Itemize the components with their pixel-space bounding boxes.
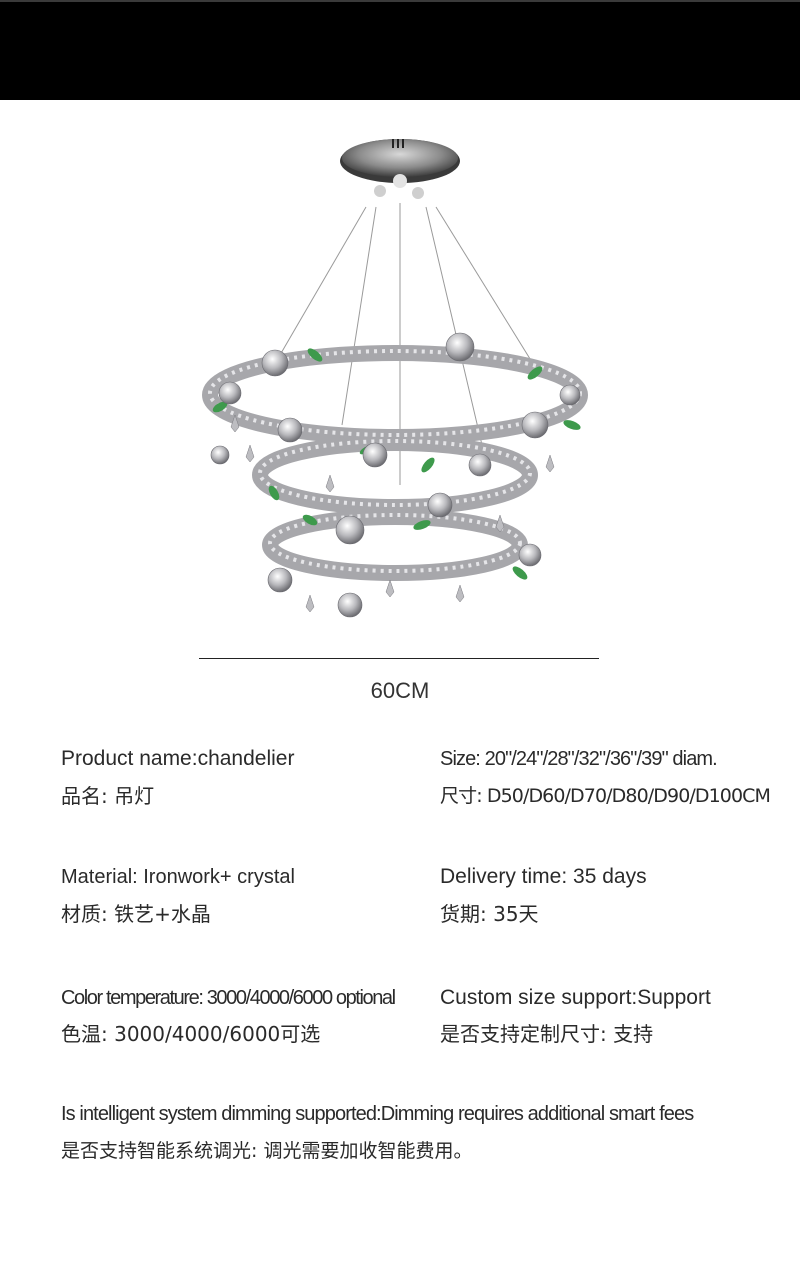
custom-size-en: Custom size support:Support [440,986,711,1009]
dimming-en: Is intelligent system dimming supported:… [61,1103,694,1125]
material-cn: 材质: 铁艺+水晶 [61,902,211,926]
color-temperature-en: Color temperature: 3000/4000/6000 option… [61,987,396,1009]
material-en: Material: Ironwork+ crystal [61,866,295,888]
product-name-cn: 品名: 吊灯 [61,784,155,808]
delivery-time-cn: 货期: 35天 [440,902,539,926]
product-name-en: Product name:chandelier [61,747,295,770]
chandelier-image [202,139,588,618]
delivery-time-en: Delivery time: 35 days [440,865,647,888]
top-banner [0,0,800,100]
color-temperature-cn: 色温: 3000/4000/6000可选 [61,1022,321,1046]
dimming-cn: 是否支持智能系统调光: 调光需要加收智能费用。 [61,1140,473,1162]
size-en: Size: 20"/24"/28"/32"/36"/39" diam. [440,748,718,770]
custom-size-cn: 是否支持定制尺寸: 支持 [440,1022,654,1046]
dimension-line [199,658,599,659]
dimension-label: 60CM [370,678,430,703]
size-cn: 尺寸: D50/D60/D70/D80/D90/D100CM [440,785,771,807]
